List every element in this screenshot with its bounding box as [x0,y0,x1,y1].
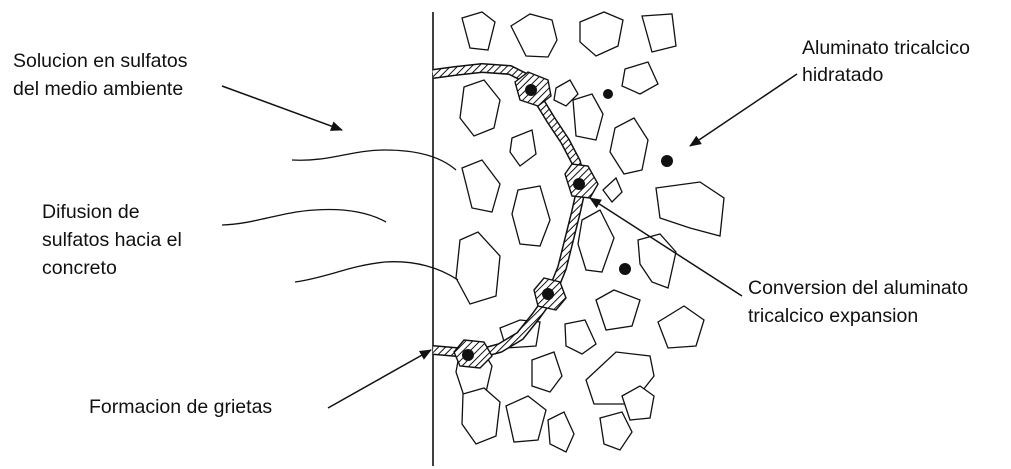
label-cracks: Formacion de grietas [89,396,272,418]
cracks-arrow [328,350,431,408]
aluminate-dot [542,288,554,300]
aggregate [460,80,500,136]
crack-band-hatching [433,68,582,354]
aluminate-dot [603,89,613,99]
aggregate [610,118,648,174]
diffusion-waves [222,150,458,282]
aggregate [462,388,500,444]
aggregate [548,412,574,452]
aggregate [658,306,704,348]
aggregate [511,14,557,57]
label-solution-line1: Solucion en sulfatos [13,50,188,72]
aggregate [565,320,596,354]
aggregate [603,178,622,202]
aluminate-arrow [690,74,797,146]
label-solution-line2: del medio ambiente [13,78,183,100]
aggregate [642,14,676,52]
crack-band [433,68,582,354]
label-conversion-line1: Conversion del aluminato [748,277,968,299]
label-aluminate-line1: Aluminato tricalcico [802,37,970,59]
aluminate-dot [462,349,474,361]
pointer-arrows [222,74,797,408]
aggregate [578,210,614,272]
diffusion-wave [222,210,386,226]
aggregate [656,182,724,236]
aggregate [638,234,676,288]
solution-arrow [222,86,342,130]
aggregate [532,352,562,392]
aggregate [596,290,640,330]
diffusion-wave [292,150,456,170]
aggregate [622,62,658,94]
label-aluminate-line2: hidratado [802,64,883,86]
aggregate [462,12,495,50]
aggregate [510,130,536,166]
aggregate [456,232,500,304]
aggregate [573,94,603,140]
label-diffusion-line3: concreto [42,257,117,279]
aluminate-dot [573,178,585,190]
aggregate [506,396,546,442]
label-conversion-line2: tricalcico expansion [748,305,918,327]
aluminate-dot [525,84,537,96]
aggregate [512,186,550,246]
aggregate [462,160,500,212]
aluminate-dot [619,263,631,275]
aggregate [600,412,632,450]
aluminate-dot [661,155,673,167]
aggregate-particles [456,12,724,452]
label-diffusion-line1: Difusion de [42,201,140,223]
label-diffusion-line2: sulfatos hacia el [42,229,182,251]
aggregate [580,12,623,56]
